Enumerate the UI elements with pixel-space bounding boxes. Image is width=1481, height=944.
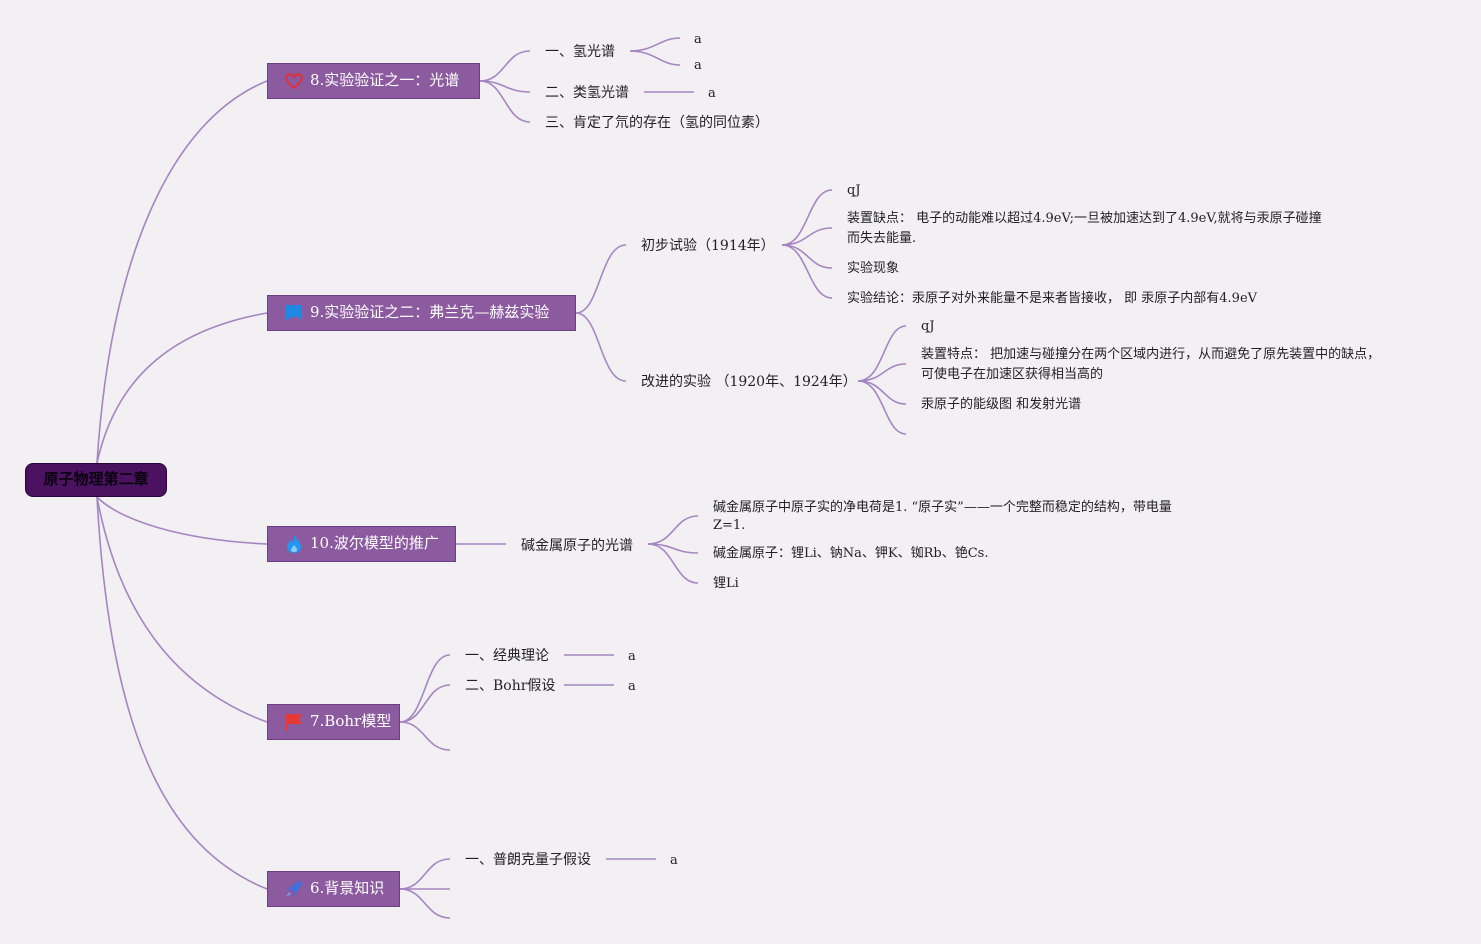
topic-label: 9.实验验证之二：弗兰克—赫兹实验 [310, 303, 550, 321]
leaf-node[interactable]: a [708, 86, 716, 101]
list-item[interactable]: qJ [847, 183, 861, 198]
list-item[interactable]: 实验结论：汞原子对外来能量不是来者皆接收， 即 汞原子内部有4.9eV [847, 291, 1258, 306]
list-item[interactable]: 而失去能量. [847, 231, 917, 246]
flame-icon [287, 535, 301, 553]
sub-topic[interactable]: 初步试验（1914年） [641, 238, 775, 254]
rocket-icon [286, 881, 302, 897]
sub-topic[interactable]: 碱金属原子的光谱 [521, 538, 633, 554]
list-item[interactable]: 一、经典理论 [465, 648, 549, 664]
topic-background[interactable]: 6.背景知识 [267, 871, 400, 907]
leaf-node[interactable]: a [628, 679, 636, 694]
topic-label: 6.背景知识 [310, 879, 385, 897]
topic-label: 7.Bohr模型 [310, 712, 392, 730]
list-item[interactable]: 一、氢光谱 [545, 44, 615, 60]
list-item[interactable]: Z=1. [713, 518, 746, 533]
list-item[interactable]: 一、普朗克量子假设 [465, 852, 591, 868]
list-item[interactable]: 三、肯定了氘的存在（氢的同位素） [545, 115, 769, 131]
topic-bohr-extension[interactable]: 10.波尔模型的推广 [267, 526, 456, 562]
heart-icon [285, 73, 303, 90]
list-item[interactable]: 二、Bohr假设 [465, 678, 556, 694]
list-item[interactable]: 装置特点： 把加速与碰撞分在两个区域内进行，从而避免了原先装置中的缺点， [921, 347, 1381, 362]
list-item[interactable]: 装置缺点： 电子的动能难以超过4.9eV;一旦被加速达到了4.9eV,就将与汞原… [847, 211, 1322, 226]
flag-red-icon [286, 714, 302, 731]
list-item[interactable]: 碱金属原子：锂Li、钠Na、钾K、铷Rb、铯Cs. [713, 546, 989, 561]
leaf-node[interactable]: a [670, 853, 678, 868]
list-item[interactable]: 二、类氢光谱 [545, 85, 629, 101]
sub-topic[interactable]: 改进的实验 （1920年、1924年） [641, 374, 857, 390]
leaf-node[interactable]: a [628, 649, 636, 664]
list-item[interactable]: 锂Li [713, 576, 739, 591]
topic-bohr-model[interactable]: 7.Bohr模型 [267, 704, 400, 740]
topic-franck-hertz[interactable]: 9.实验验证之二：弗兰克—赫兹实验 [267, 295, 576, 331]
list-item[interactable]: 碱金属原子中原子实的净电荷是1. “原子实”——一个完整而稳定的结构，带电量 [713, 500, 1172, 515]
topic-spectrum[interactable]: 8.实验验证之一：光谱 [267, 63, 480, 99]
flag-blue-icon [286, 305, 302, 320]
list-item[interactable]: 汞原子的能级图 和发射光谱 [921, 397, 1082, 412]
topic-label: 8.实验验证之一：光谱 [310, 71, 460, 89]
leaf-node[interactable]: a [694, 58, 702, 73]
list-item[interactable]: 可使电子在加速区获得相当高的 [921, 367, 1104, 382]
leaf-node[interactable]: a [694, 32, 702, 47]
topic-label: 10.波尔模型的推广 [310, 534, 439, 552]
list-item[interactable]: 实验现象 [847, 261, 900, 276]
root-topic[interactable]: 原子物理第二章 [25, 463, 167, 497]
list-item[interactable]: qJ [921, 319, 935, 334]
